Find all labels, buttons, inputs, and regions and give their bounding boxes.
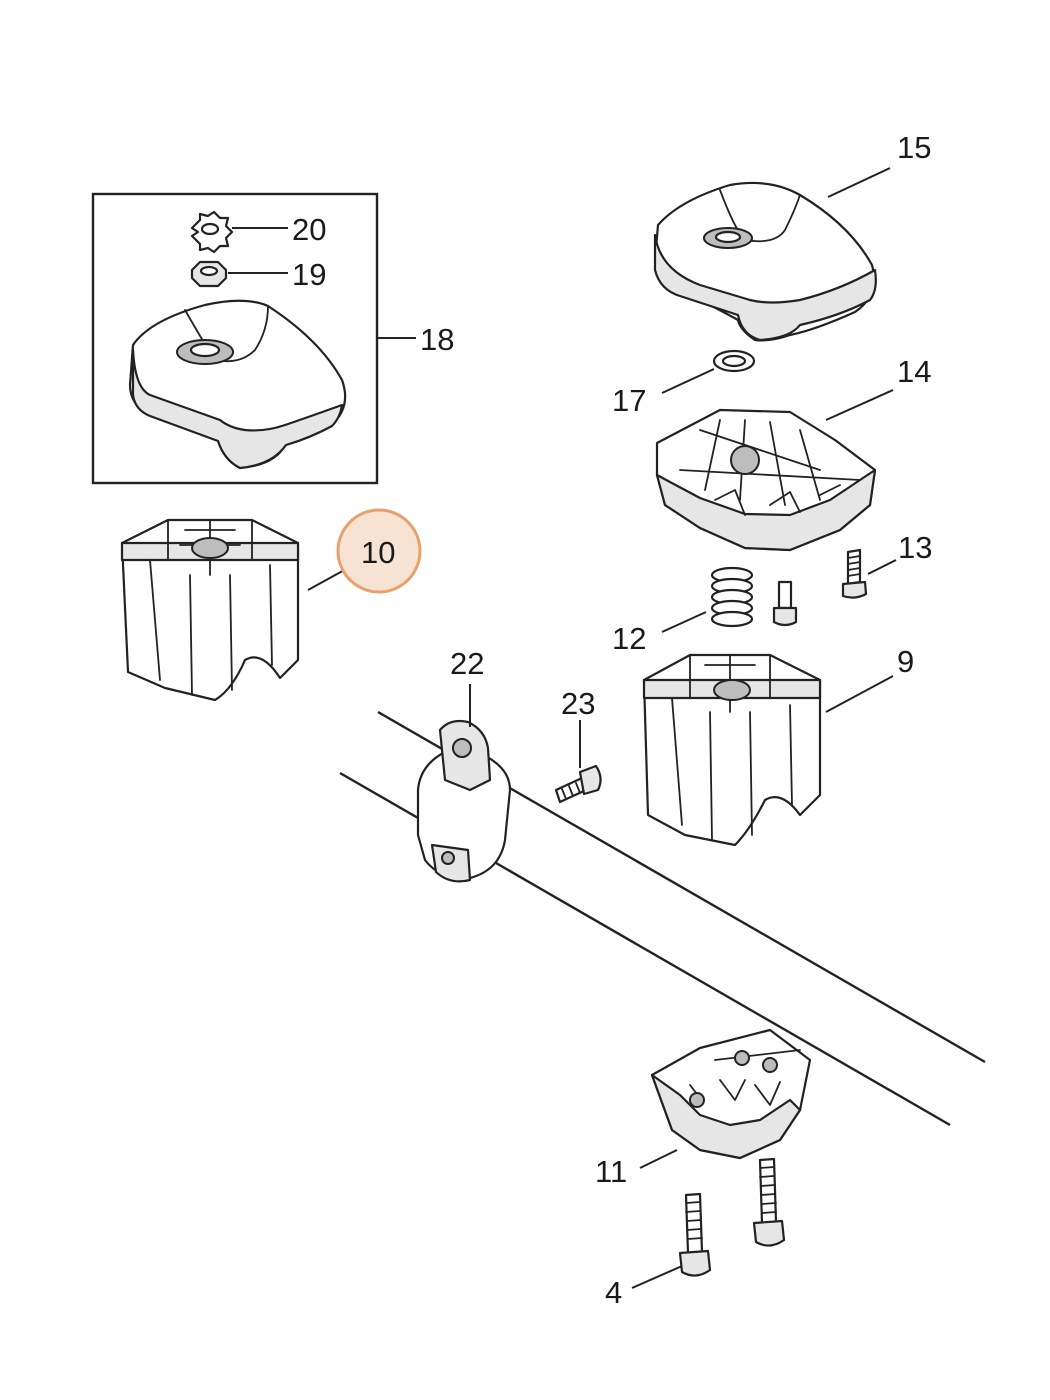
part-18-cover-cap[interactable]	[128, 299, 347, 470]
part-4-screw-right[interactable]	[752, 1157, 786, 1247]
label-12: 12	[612, 621, 646, 656]
label-19: 19	[292, 257, 326, 292]
label-18: 18	[420, 322, 454, 357]
leader-11	[639, 1149, 678, 1169]
label-23: 23	[561, 686, 595, 721]
label-14: 14	[897, 354, 931, 389]
part-13-screw[interactable]	[841, 548, 868, 599]
label-13: 13	[898, 530, 932, 565]
label-11: 11	[595, 1154, 627, 1189]
leader-14	[825, 389, 894, 421]
label-9: 9	[897, 644, 914, 679]
label-17: 17	[612, 383, 646, 418]
part-19-nut[interactable]	[190, 260, 228, 288]
label-10: 10	[361, 535, 395, 570]
leader-13	[867, 559, 897, 575]
part-4-screw-left[interactable]	[678, 1192, 712, 1277]
part-11-lower-clamp[interactable]	[650, 1028, 812, 1160]
highlight-marker-10	[336, 508, 422, 594]
label-15: 15	[897, 130, 931, 165]
part-12-spring[interactable]	[710, 566, 754, 628]
leader-9	[825, 675, 894, 713]
leader-17	[661, 368, 715, 394]
part-17-washer[interactable]	[712, 349, 756, 373]
part-14-clamp-top[interactable]	[655, 408, 877, 552]
leader-15	[827, 167, 891, 198]
part-10-bracket-left[interactable]	[120, 518, 300, 702]
part-9-bracket-right[interactable]	[642, 653, 822, 847]
part-15-top-cap[interactable]	[653, 181, 877, 342]
leader-4	[631, 1265, 683, 1289]
label-22: 22	[450, 646, 484, 681]
part-23-bolt[interactable]	[554, 764, 602, 804]
leader-12	[661, 611, 707, 633]
label-4: 4	[605, 1275, 622, 1310]
part-22-pipe-clamp[interactable]	[416, 719, 512, 883]
label-20: 20	[292, 212, 326, 247]
part-20-star-washer[interactable]	[190, 210, 234, 254]
part-12-small-bolt[interactable]	[772, 580, 798, 627]
leader-10	[307, 567, 349, 591]
